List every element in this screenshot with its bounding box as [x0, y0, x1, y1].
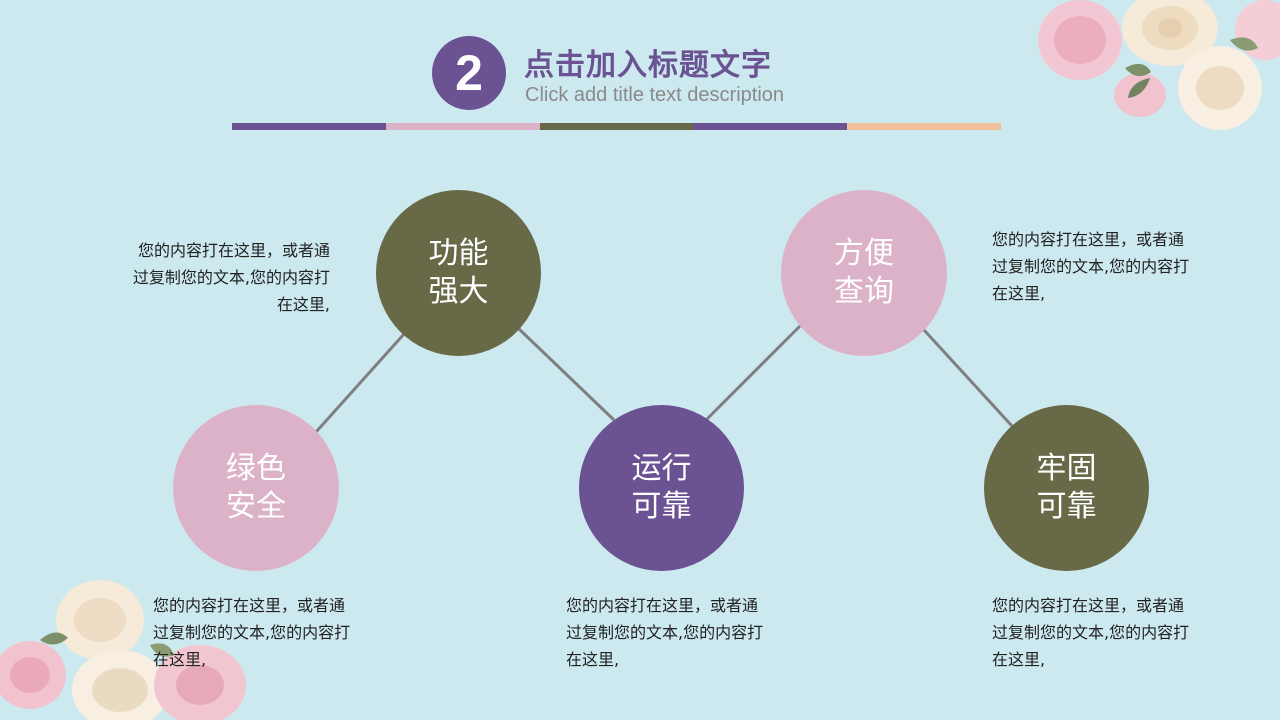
flower-decoration-bottom-left [0, 580, 260, 720]
node-label: 方便 查询 [834, 236, 894, 309]
flower-decoration-top-right [1030, 0, 1280, 140]
feature-node-solid[interactable]: 牢固 可靠 [984, 405, 1149, 571]
node-description-solid[interactable]: 您的内容打在这里，或者通过复制您的文本,您的内容打在这里, [992, 596, 1190, 669]
node-description-reliable-run[interactable]: 您的内容打在这里，或者通过复制您的文本,您的内容打在这里, [566, 596, 764, 669]
node-description-green-safe[interactable]: 您的内容打在这里，或者通过复制您的文本,您的内容打在这里, [153, 596, 351, 669]
feature-node-green-safe[interactable]: 绿色 安全 [173, 405, 339, 571]
color-bar-segment [539, 123, 694, 130]
node-description-powerful[interactable]: 您的内容打在这里，或者通过复制您的文本,您的内容打在这里, [132, 241, 330, 314]
page-subtitle[interactable]: Click add title text description [525, 84, 785, 106]
feature-node-reliable-run[interactable]: 运行 可靠 [579, 405, 744, 571]
page-title[interactable]: 点击加入标题文字 [524, 48, 772, 83]
section-number-badge: 2 [432, 36, 506, 110]
feature-node-easy-query[interactable]: 方便 查询 [781, 190, 947, 356]
node-label: 功能 强大 [428, 236, 489, 309]
feature-node-powerful[interactable]: 功能 强大 [376, 190, 541, 356]
node-description-easy-query[interactable]: 您的内容打在这里，或者通过复制您的文本,您的内容打在这里, [992, 230, 1190, 303]
color-bar-segment [847, 123, 1001, 130]
node-label: 牢固 可靠 [1036, 451, 1097, 524]
node-label: 运行 可靠 [631, 451, 692, 524]
connector-line [922, 328, 1014, 428]
connector-line [704, 324, 802, 422]
color-bar-segment [385, 123, 540, 130]
connector-line [314, 332, 406, 434]
connector-line [516, 326, 616, 422]
node-label: 绿色 安全 [226, 451, 286, 524]
color-bar-segment [232, 123, 386, 130]
color-divider-bar [232, 123, 1001, 130]
color-bar-segment [693, 123, 848, 130]
